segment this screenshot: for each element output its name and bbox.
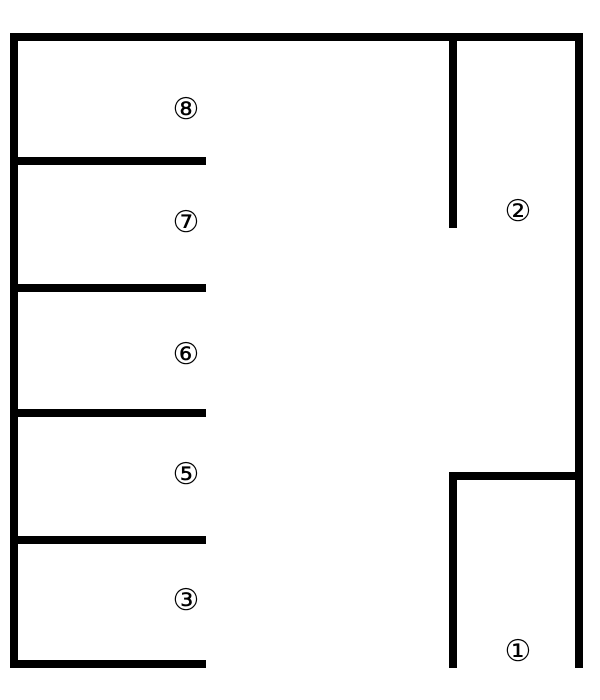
space-label-1: ①: [505, 634, 532, 669]
space-label-8: ⑧: [173, 92, 200, 127]
space-label-6: ⑥: [173, 337, 200, 372]
space-label-2: ②: [505, 194, 532, 229]
space-label-3: ③: [173, 583, 200, 618]
space-label-7: ⑦: [173, 205, 200, 240]
space-label-5: ⑤: [173, 457, 200, 492]
